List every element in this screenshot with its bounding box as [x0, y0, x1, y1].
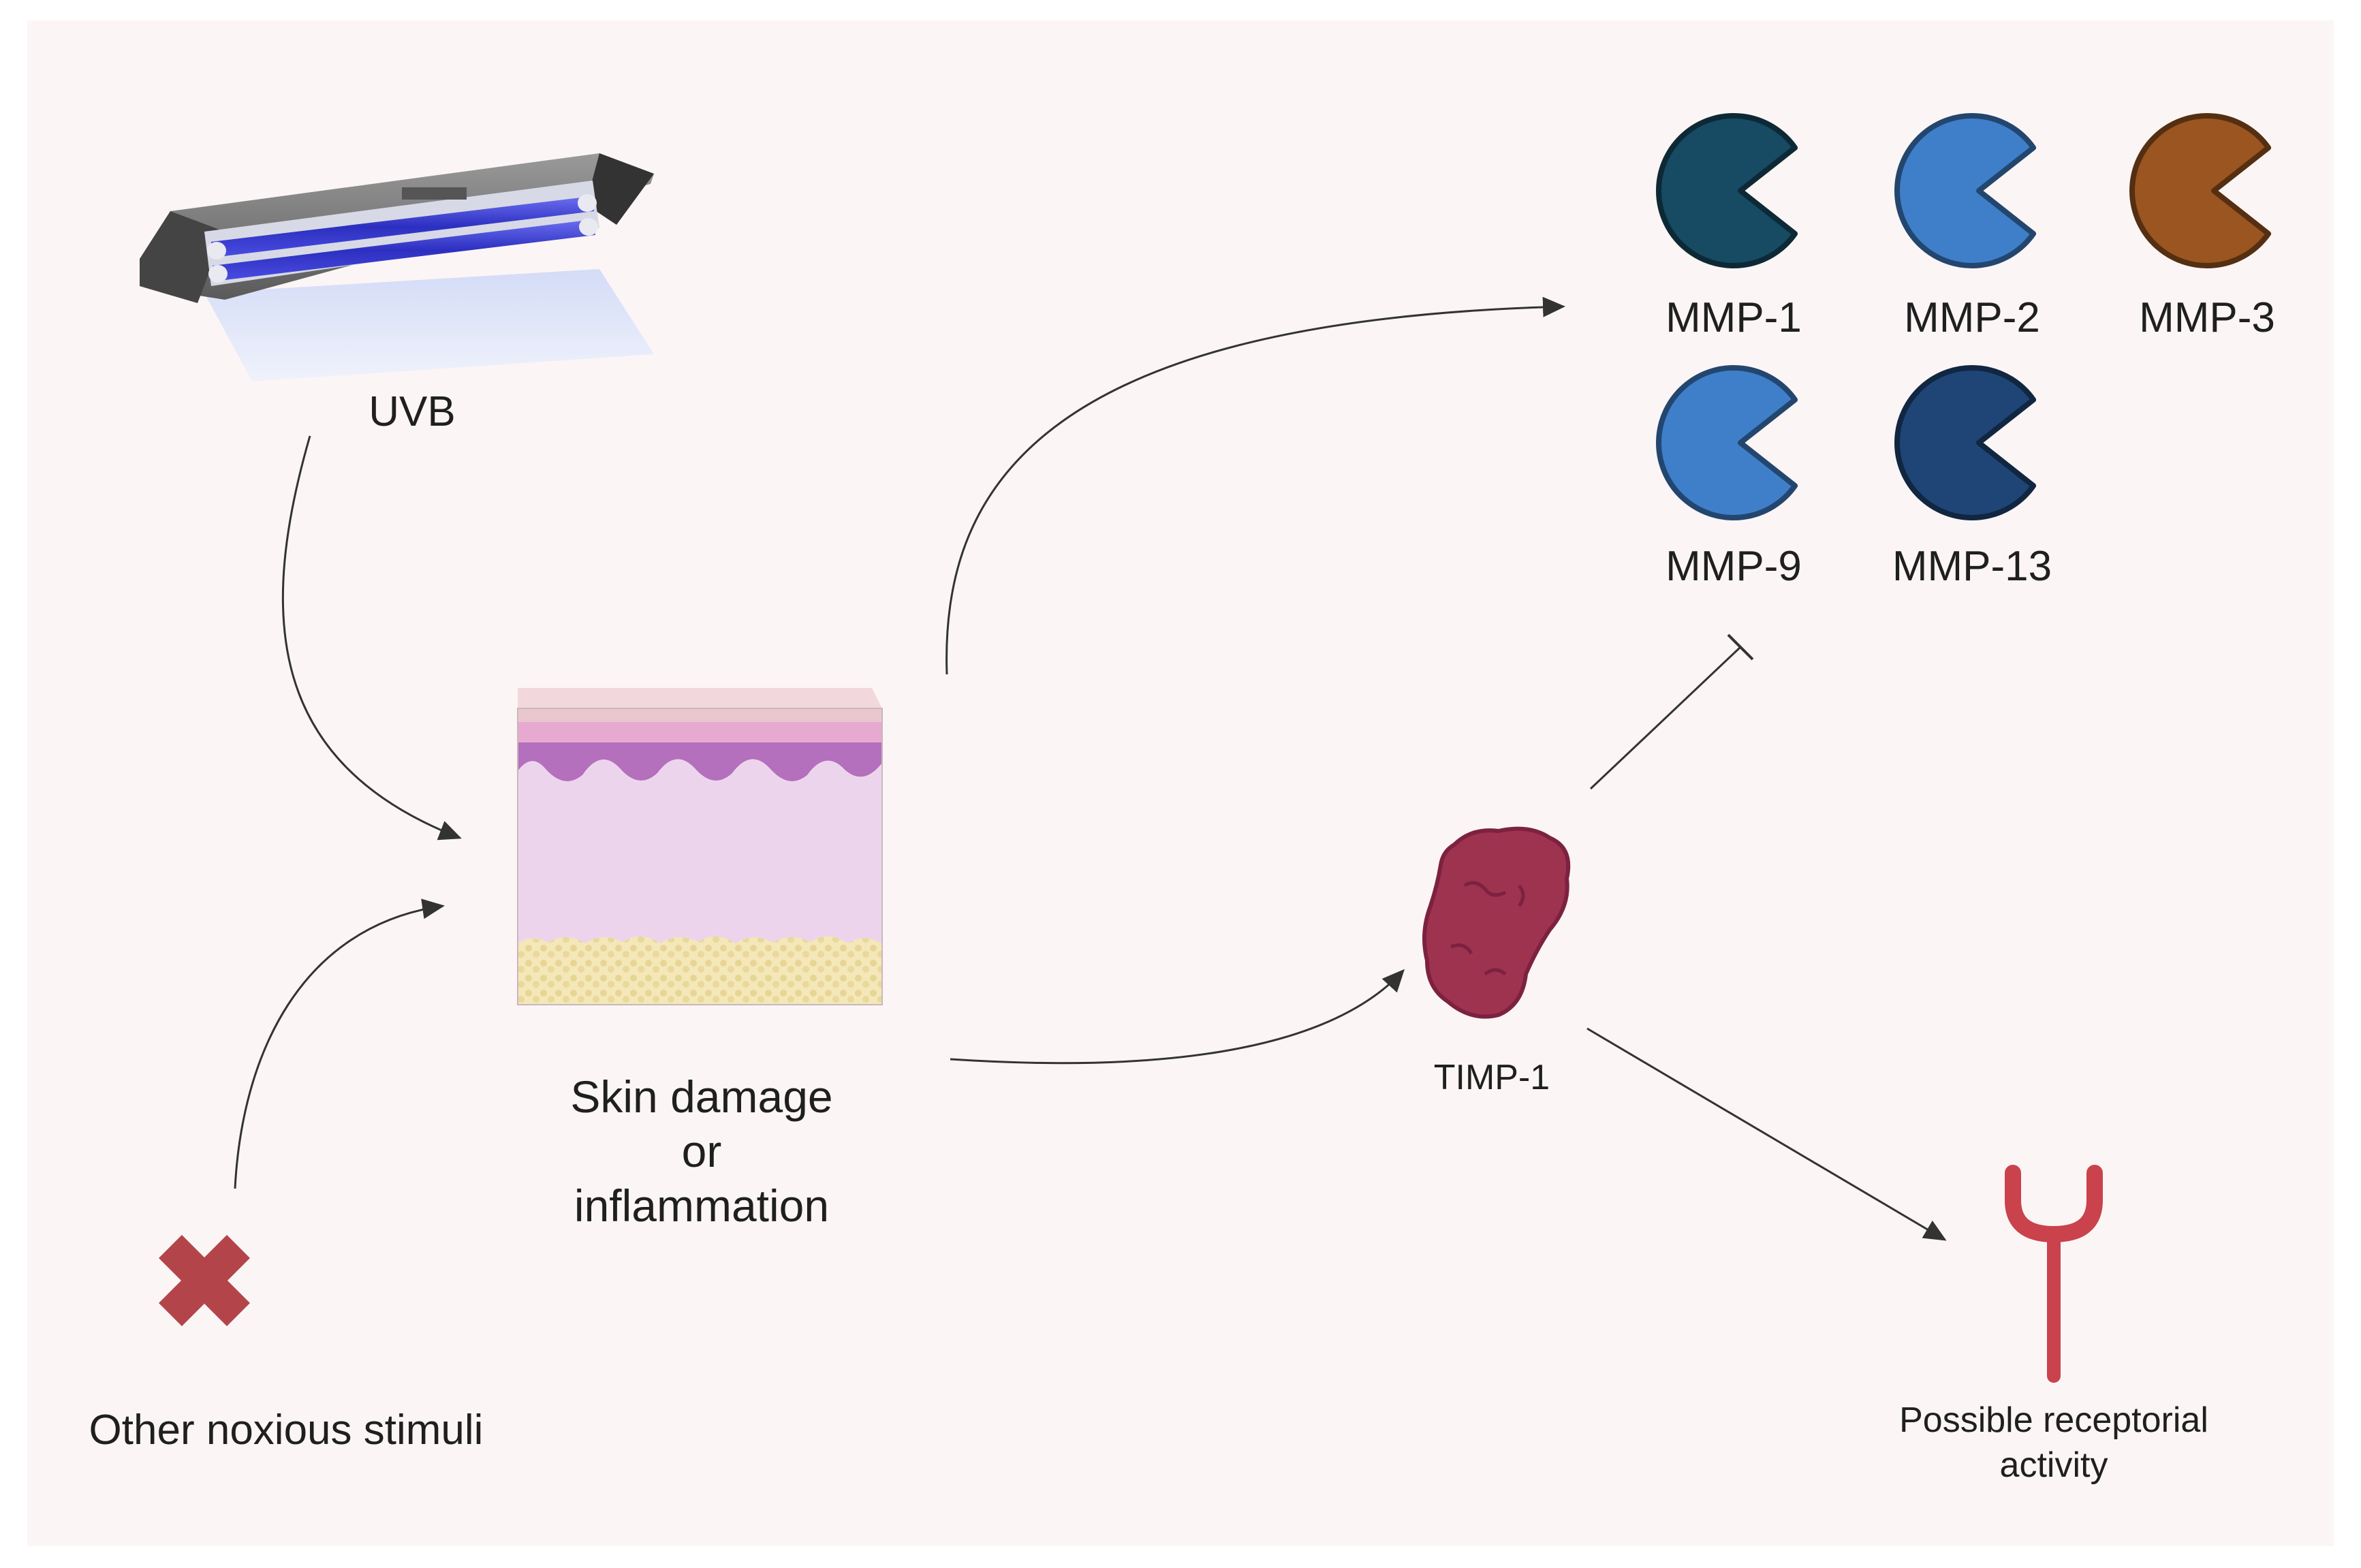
- mmp-enzyme-icon: [2129, 113, 2272, 268]
- arrow-skin-to-mmps: [945, 296, 1565, 675]
- mmp-1-label: MMP-1: [1666, 294, 1802, 341]
- receptor-icon: [2005, 1165, 2103, 1383]
- mmp-enzyme-icon: [1656, 365, 1798, 520]
- receptor-label-line2: activity: [1999, 1445, 2108, 1485]
- inhibition-timp1-to-mmps: [1589, 646, 1742, 790]
- mmp-enzyme-icon: [1894, 113, 2037, 268]
- skin-label-line3: inflammation: [574, 1180, 830, 1231]
- arrow-timp1-to-receptor: [1586, 1027, 1947, 1241]
- arrows: [234, 296, 1947, 1241]
- arrow-stimuli-to-skin: [234, 898, 445, 1189]
- receptor-label: Possible receptorial activity: [1839, 1398, 2268, 1488]
- arrow-skin-to-timp1: [950, 969, 1405, 1065]
- skin-label-line2: or: [681, 1126, 722, 1176]
- uvb-label: UVB: [369, 388, 456, 435]
- mmp-3-label: MMP-3: [2139, 294, 2275, 341]
- mmp-shapes: [1656, 113, 2272, 520]
- arrow-uvb-to-skin: [281, 435, 462, 841]
- other-stimuli-label: Other noxious stimuli: [89, 1407, 484, 1454]
- mmp-2-label: MMP-2: [1904, 294, 2040, 341]
- skin-label-line1: Skin damage: [570, 1071, 833, 1122]
- mmp-9-label: MMP-9: [1666, 543, 1802, 590]
- skin-section-icon: [517, 688, 883, 1005]
- mmp-13-label: MMP-13: [1892, 543, 2052, 590]
- mmp-enzyme-icon: [1656, 113, 1798, 268]
- cross-icon: [159, 1235, 250, 1326]
- inhibition-bar: [1727, 633, 1754, 661]
- skin-damage-label: Skin damage or inflammation: [531, 1069, 872, 1233]
- timp1-protein-icon: [1422, 826, 1571, 1019]
- background-panel: [27, 20, 2334, 1546]
- mmp-enzyme-icon: [1894, 365, 2037, 520]
- receptor-label-line1: Possible receptorial: [1899, 1400, 2208, 1440]
- uvb-lamp-icon: [140, 153, 654, 381]
- timp1-label: TIMP-1: [1433, 1058, 1550, 1097]
